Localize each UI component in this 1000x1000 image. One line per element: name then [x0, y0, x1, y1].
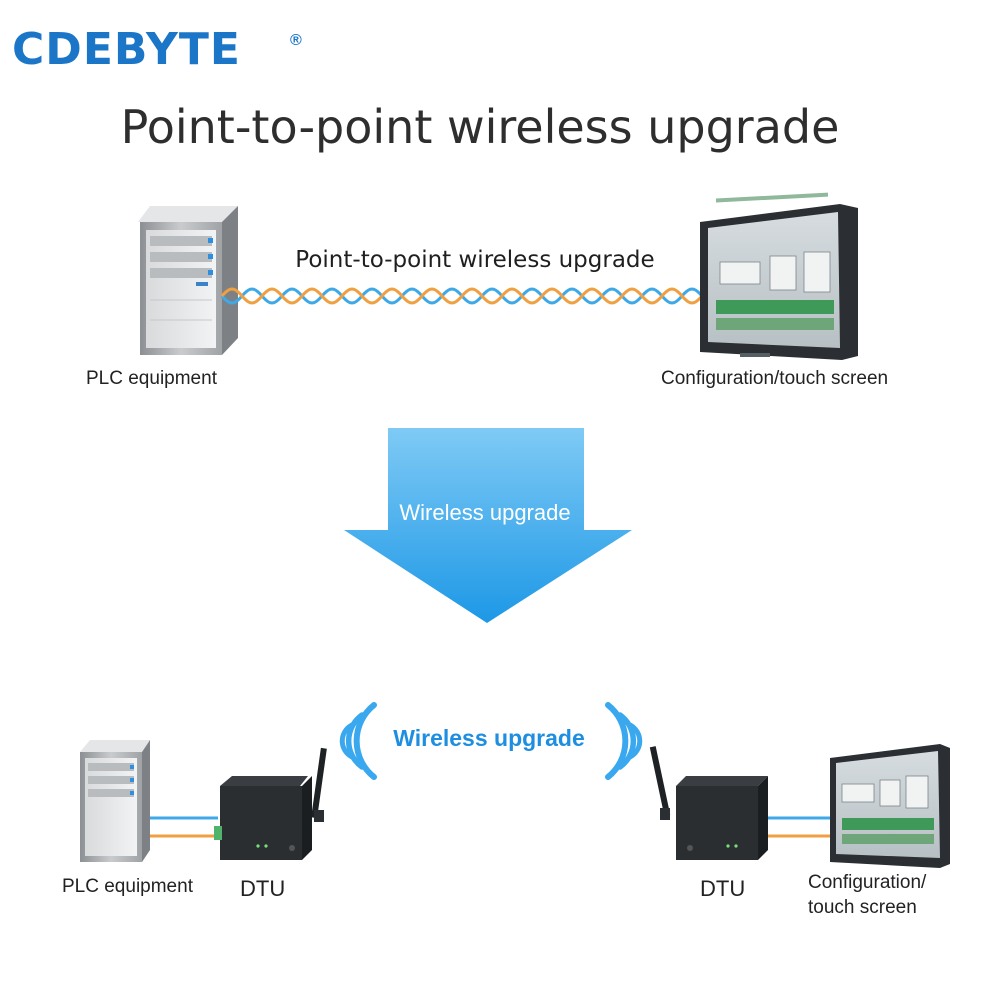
big-down-arrow [344, 428, 632, 623]
plc-caption-bottom: PLC equipment [62, 876, 193, 897]
dtu-label-left: DTU [240, 876, 286, 901]
touch-screen-caption-bottom-line1: Configuration/ [808, 872, 927, 893]
brand-logo: CDEBYTE [12, 24, 241, 75]
dtu-device-right [649, 746, 768, 860]
dtu-device-left [214, 747, 327, 860]
wireless-upgrade-label: Wireless upgrade [393, 725, 585, 751]
plc-server-icon-small [80, 740, 150, 862]
registered-mark: ® [290, 32, 302, 49]
touch-screen-icon [700, 192, 858, 360]
touch-screen-caption-bottom-line2: touch screen [808, 897, 917, 918]
dtu-label-right: DTU [700, 876, 746, 901]
page-title: Point-to-point wireless upgrade [120, 100, 840, 154]
touch-screen-caption-top: Configuration/touch screen [661, 368, 889, 389]
touch-screen-icon-small [830, 744, 950, 868]
wireless-signal-right-icon [605, 702, 643, 780]
arrow-label: Wireless upgrade [399, 500, 571, 525]
cable-strand-orange [220, 287, 708, 305]
twisted-cable [220, 287, 708, 305]
plc-caption-top: PLC equipment [86, 368, 217, 389]
link-label: Point-to-point wireless upgrade [295, 247, 655, 273]
plc-server-icon [138, 206, 238, 355]
wireless-signal-left-icon [339, 702, 377, 780]
